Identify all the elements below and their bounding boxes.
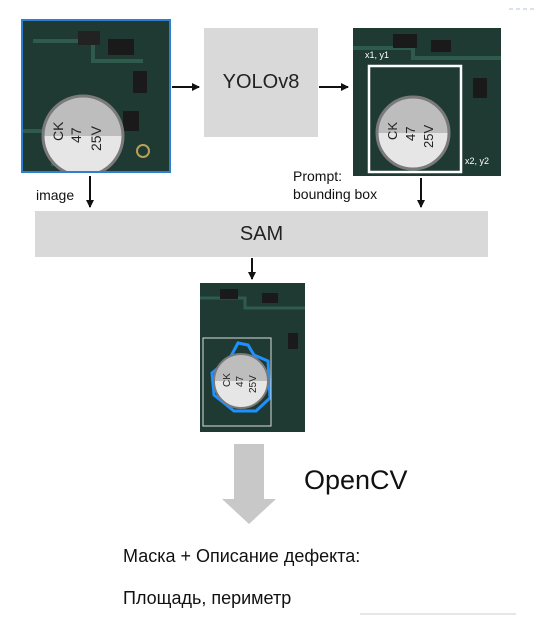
opencv-label: OpenCV [304, 465, 408, 495]
output-description-line2: Площадь, периметр [123, 588, 292, 608]
svg-text:47: 47 [235, 375, 246, 387]
svg-text:47: 47 [403, 127, 418, 141]
segmentation-image: CK 47 25V [200, 283, 305, 432]
svg-text:25V: 25V [88, 125, 104, 151]
sam-box: SAM [35, 211, 488, 257]
prompt-label-line1: Prompt: [293, 168, 343, 184]
bbox-corner-top-left: x1, y1 [365, 50, 390, 60]
bbox-image: CK 47 25V x1, y1 x2, y2 [353, 28, 501, 176]
image-edge-label: image [36, 187, 75, 203]
pcb-with-bbox-illustration: CK 47 25V [353, 28, 501, 176]
yolov8-label: YOLOv8 [222, 71, 300, 93]
svg-text:47: 47 [68, 127, 84, 143]
bounding-box [367, 64, 463, 174]
pcb-segmented-illustration: CK 47 25V [200, 283, 305, 432]
svg-text:CK: CK [50, 121, 66, 141]
bbox-corner-bottom-right: x2, y2 [465, 156, 490, 166]
sam-label: SAM [239, 222, 284, 245]
mask-outline [210, 341, 272, 413]
svg-text:CK: CK [385, 122, 400, 140]
big-down-arrow-opencv [222, 444, 276, 524]
yolov8-box: YOLOv8 [204, 28, 318, 137]
svg-text:25V: 25V [248, 375, 259, 393]
output-description-line1: Маска + Описание дефекта: [123, 546, 361, 566]
prompt-label-line2: bounding box [293, 186, 378, 202]
svg-text:25V: 25V [421, 125, 436, 148]
svg-text:CK: CK [222, 373, 233, 387]
bounding-box [202, 337, 272, 427]
pcb-capacitor-illustration: CK 47 25V [23, 21, 169, 171]
input-image: CK 47 25V [21, 19, 171, 173]
